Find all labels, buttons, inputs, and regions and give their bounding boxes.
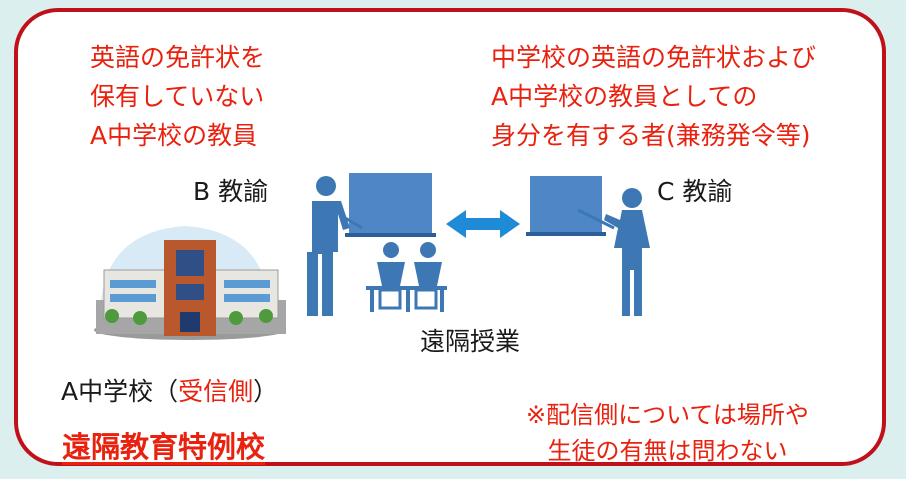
c-desc-line-2: A中学校の教員としての (491, 82, 758, 111)
b-desc-line-3: A中学校の教員 (90, 121, 258, 150)
c-desc-line-1: 中学校の英語の免許状および (491, 43, 817, 72)
double-arrow-icon (446, 210, 520, 238)
b-desc-line-2: 保有していない (90, 82, 265, 111)
teacher-b-icon (307, 173, 436, 316)
school-building-icon (94, 226, 286, 340)
note-line-1: ※配信側については場所や (526, 401, 809, 429)
school-close: ） (253, 377, 279, 406)
school-name: A中学校（ (61, 377, 179, 406)
teacher-c-label: C 教諭 (657, 177, 733, 206)
c-desc-line-3: 身分を有する者(兼務発令等) (491, 121, 811, 150)
students-icon (366, 242, 447, 312)
b-teacher-description: 英語の免許状を 保有していない A中学校の教員 (90, 38, 265, 155)
teacher-b-label: B 教諭 (193, 177, 269, 206)
special-school-title: 遠隔教育特例校 (62, 430, 266, 464)
c-teacher-description: 中学校の英語の免許状および A中学校の教員としての 身分を有する者(兼務発令等) (491, 38, 816, 155)
teacher-c-icon (526, 176, 650, 316)
b-desc-line-1: 英語の免許状を (90, 43, 266, 72)
school-label: A中学校（受信側） (61, 372, 278, 408)
remote-class-label: 遠隔授業 (420, 327, 521, 356)
school-role: 受信側 (178, 377, 254, 406)
distribution-note: ※配信側については場所や 生徒の有無は問わない (526, 397, 809, 469)
note-line-2: 生徒の有無は問わない (547, 437, 788, 465)
